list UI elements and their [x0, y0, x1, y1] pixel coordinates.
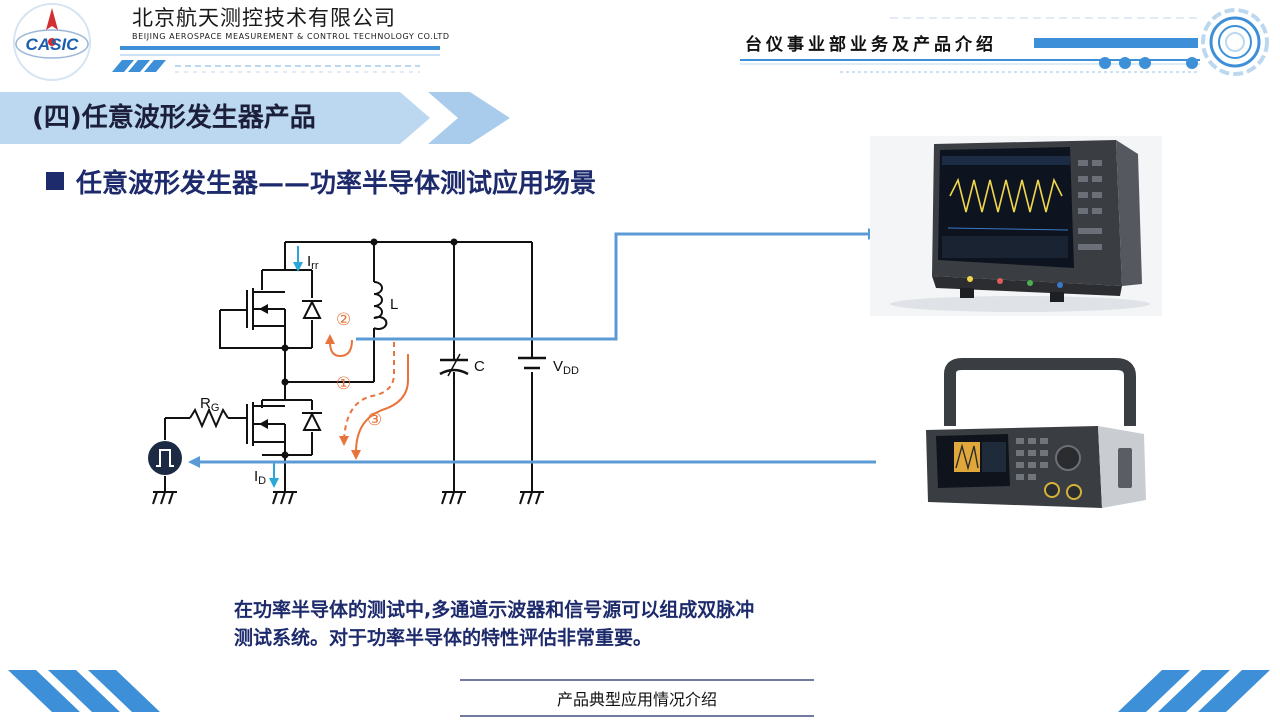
header-right-decoration	[740, 8, 1269, 76]
header-dots	[1099, 57, 1198, 69]
oscilloscope-connection-arrow	[356, 228, 880, 341]
section-title: (四)任意波形发生器产品	[32, 103, 316, 133]
oscilloscope-image	[870, 136, 1162, 316]
square-bullet-icon	[46, 172, 64, 190]
circuit-junctions	[281, 238, 458, 459]
svg-text:RG: RG	[200, 395, 219, 414]
svg-text:ID: ID	[254, 468, 266, 487]
footer-decoration	[8, 670, 1270, 717]
svg-text:①: ①	[336, 374, 351, 393]
vdd-source-icon	[518, 356, 546, 370]
svg-text:C: C	[474, 358, 485, 375]
signal-generator-image	[918, 358, 1158, 518]
inductor-coil-icon	[373, 281, 388, 330]
mosfet-arrows	[259, 304, 268, 429]
svg-text:L: L	[390, 296, 398, 313]
header-stripes	[112, 60, 166, 72]
footer-text: 产品典型应用情况介绍	[556, 690, 717, 709]
department-title: 台仪事业部业务及产品介绍	[745, 35, 997, 55]
lower-diode-icon	[302, 411, 322, 431]
irr-arrow-icon	[293, 246, 303, 272]
company-name-cn: 北京航天测控技术有限公司	[132, 6, 396, 30]
subtitle: 任意波形发生器——功率半导体测试应用场景	[46, 163, 596, 200]
description-line-2: 测试系统。对于功率半导体的特性评估非常重要。	[234, 627, 653, 649]
upper-diode-icon	[302, 299, 322, 319]
svg-text:②: ②	[336, 310, 351, 329]
logo-text: CASIC	[26, 35, 80, 54]
target-circle-icon	[1201, 8, 1269, 76]
description-text: 在功率半导体的测试中,多通道示波器和信号源可以组成双脉冲 测试系统。对于功率半导…	[234, 596, 934, 652]
svg-text:③: ③	[367, 410, 382, 429]
double-pulse-circuit-diagram: Irr L C VDD RG ID ② ① ③	[148, 228, 880, 505]
ground-icons	[152, 491, 544, 505]
casic-logo: CASIC	[13, 3, 91, 81]
footer-left-stripes	[8, 670, 160, 712]
description-line-1: 在功率半导体的测试中,多通道示波器和信号源可以组成双脉冲	[234, 599, 755, 621]
id-arrow-icon	[269, 462, 279, 488]
current-path-arrows	[325, 334, 409, 460]
section-banner	[0, 92, 510, 144]
pulse-source-icon	[148, 441, 182, 475]
header-left-decoration: CASIC	[13, 3, 440, 81]
company-name-en: BEIJING AEROSPACE MEASUREMENT & CONTROL …	[132, 32, 450, 41]
subtitle-text: 任意波形发生器——功率半导体测试应用场景	[76, 169, 597, 199]
footer-right-stripes	[1118, 670, 1270, 712]
signal-generator-connection-arrow	[188, 456, 876, 468]
circuit-labels: Irr L C VDD RG ID ② ① ③	[200, 253, 579, 487]
capacitor-icon	[439, 353, 469, 377]
svg-text:Irr: Irr	[307, 253, 319, 272]
svg-text:VDD: VDD	[553, 358, 579, 377]
